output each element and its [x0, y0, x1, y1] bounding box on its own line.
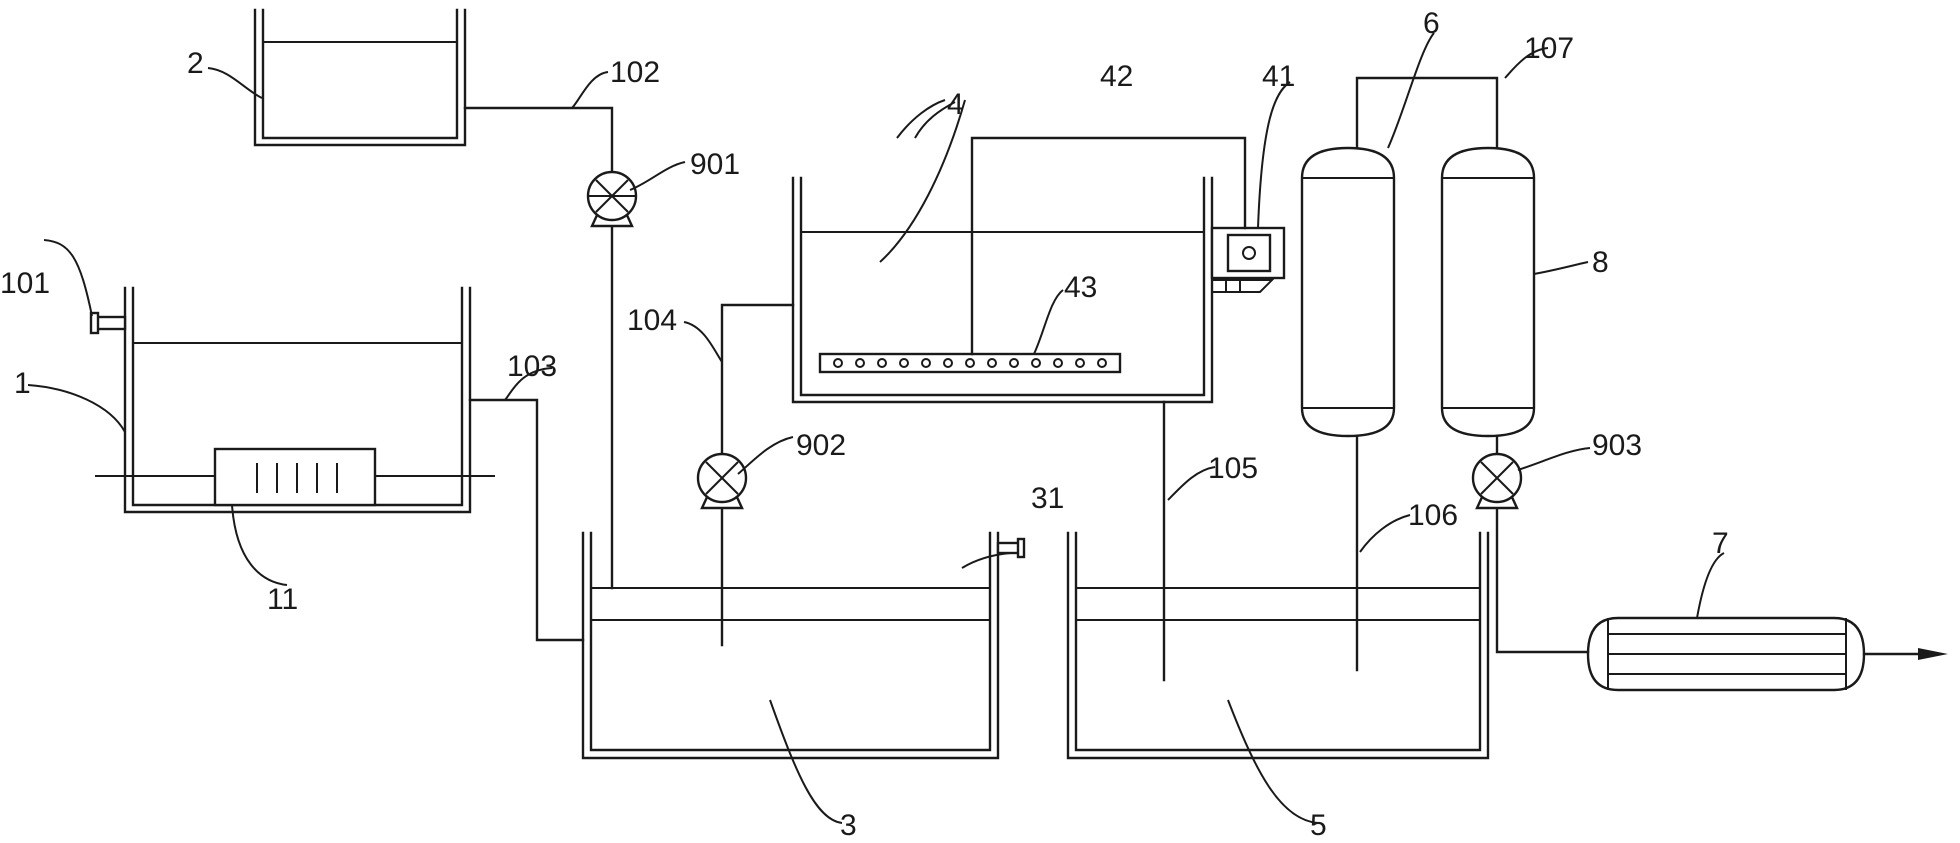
column-6	[1300, 146, 1396, 438]
pump-901	[586, 170, 638, 228]
label-105: 105	[1208, 452, 1258, 485]
tank-2	[253, 8, 467, 147]
column-8	[1440, 146, 1536, 438]
inlet-nozzle-101	[89, 311, 127, 335]
label-7: 7	[1712, 527, 1729, 560]
tank-5	[1066, 531, 1490, 760]
pump-903	[1471, 452, 1523, 510]
label-8: 8	[1592, 246, 1609, 279]
pump-902	[696, 452, 748, 510]
label-104: 104	[627, 304, 677, 337]
label-5: 5	[1310, 809, 1327, 842]
leader-lines	[27, 32, 1725, 824]
label-3: 3	[840, 809, 857, 842]
label-6: 6	[1423, 7, 1440, 40]
label-43: 43	[1064, 271, 1097, 304]
label-901: 901	[690, 148, 740, 181]
heat-exchanger-7	[1586, 616, 1866, 692]
label-2: 2	[187, 47, 204, 80]
label-102: 102	[610, 56, 660, 89]
label-31: 31	[1031, 482, 1064, 515]
label-101: 101	[0, 267, 50, 300]
label-1: 1	[14, 367, 31, 400]
pipes	[463, 76, 1948, 682]
label-41: 41	[1262, 60, 1295, 93]
labels: 2 101 1 11 102 901 103 104 902 4 42 41 4…	[0, 7, 1729, 842]
aerator-43	[818, 352, 1122, 374]
label-107: 107	[1524, 32, 1574, 65]
blower-41	[1210, 226, 1286, 293]
tank-3	[581, 531, 1000, 760]
label-103: 103	[507, 350, 557, 383]
tank-4	[791, 176, 1214, 404]
label-902: 902	[796, 429, 846, 462]
label-4: 4	[947, 88, 964, 121]
label-903: 903	[1592, 429, 1642, 462]
label-106: 106	[1408, 499, 1458, 532]
label-42: 42	[1100, 60, 1133, 93]
label-11: 11	[267, 583, 298, 616]
electrode-module	[213, 447, 377, 507]
